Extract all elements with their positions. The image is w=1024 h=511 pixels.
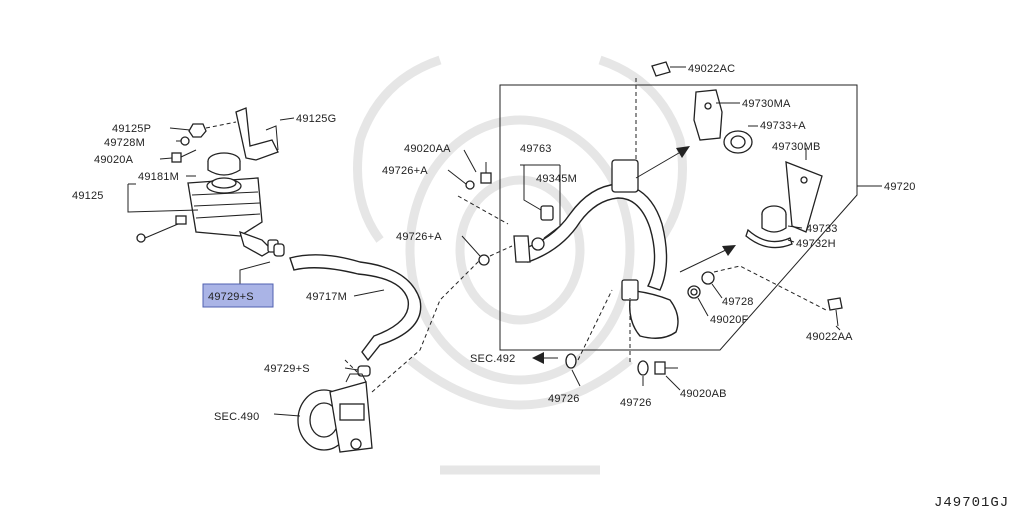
reservoir-tank[interactable] <box>187 177 279 257</box>
bracket-49730MA[interactable] <box>693 89 723 141</box>
nut-49125P[interactable] <box>188 123 207 138</box>
label-sec492[interactable]: SEC.492 <box>470 353 515 365</box>
grommet-49733A[interactable] <box>723 130 753 154</box>
fitting-49763[interactable] <box>540 205 554 221</box>
label-49020AB[interactable]: 49020AB <box>680 388 727 400</box>
reservoir-cap[interactable] <box>207 152 241 176</box>
bolt-49020AB[interactable] <box>654 361 678 375</box>
label-49345M[interactable]: 49345M <box>536 173 577 185</box>
label-49717M[interactable]: 49717M <box>306 291 347 303</box>
label-49730MB[interactable]: 49730MB <box>772 141 821 153</box>
watermark-emblem <box>353 55 687 475</box>
bolt-49020A[interactable] <box>171 149 197 163</box>
clip-small <box>136 215 187 243</box>
bolt-49022AA[interactable] <box>827 297 843 327</box>
label-49125G[interactable]: 49125G <box>296 113 336 125</box>
label-49728M[interactable]: 49728M <box>104 137 145 149</box>
assembly-outline-49720 <box>499 84 858 351</box>
label-49729S-bottom[interactable]: 49729+S <box>264 363 310 375</box>
bracket-49125G[interactable] <box>235 107 279 161</box>
label-49726-a[interactable]: 49726 <box>548 393 580 405</box>
label-49733[interactable]: 49733 <box>806 223 838 235</box>
label-49022AA[interactable]: 49022AA <box>806 331 853 343</box>
suction-hose-49717M[interactable] <box>289 254 422 362</box>
clamp-49729S-top[interactable] <box>273 243 285 257</box>
label-49729S-selected[interactable]: 49729+S <box>208 291 254 303</box>
selected-part-highlight[interactable] <box>202 283 274 308</box>
bolt-49020F[interactable] <box>687 285 701 299</box>
label-49020F[interactable]: 49020F <box>710 314 749 326</box>
bolt-49020AA[interactable] <box>480 162 492 184</box>
label-49125P[interactable]: 49125P <box>112 123 151 135</box>
washer-49728M[interactable] <box>180 136 190 146</box>
label-sec490[interactable]: SEC.490 <box>214 411 259 423</box>
label-49726-b[interactable]: 49726 <box>620 397 652 409</box>
label-49022AC[interactable]: 49022AC <box>688 63 735 75</box>
oring-49345M[interactable] <box>531 237 545 251</box>
washer-49726A-mid[interactable] <box>478 254 490 266</box>
label-49732H[interactable]: 49732H <box>796 238 836 250</box>
washer-49726-b[interactable] <box>637 360 649 376</box>
clamp-49732H[interactable] <box>745 228 793 249</box>
arrow-upper <box>635 146 690 179</box>
label-49020AA[interactable]: 49020AA <box>404 143 451 155</box>
bolt-49022AC[interactable] <box>651 61 684 77</box>
label-49181M[interactable]: 49181M <box>138 171 179 183</box>
washer-49726-a[interactable] <box>565 353 577 369</box>
label-49720[interactable]: 49720 <box>884 181 916 193</box>
label-49733A[interactable]: 49733+A <box>760 120 806 132</box>
label-49763[interactable]: 49763 <box>520 143 552 155</box>
washer-49728[interactable] <box>701 271 715 285</box>
grommet-49733[interactable] <box>761 205 787 233</box>
diagram-code: J49701GJ <box>934 495 1009 511</box>
label-49020A[interactable]: 49020A <box>94 154 134 166</box>
power-steering-pump[interactable] <box>297 373 373 453</box>
label-49726A-mid[interactable]: 49726+A <box>396 231 442 243</box>
bracket-49730MB[interactable] <box>785 161 823 233</box>
label-49728[interactable]: 49728 <box>722 296 754 308</box>
label-49125[interactable]: 49125 <box>72 190 104 202</box>
sec492-arrow <box>532 352 558 364</box>
pressure-hose-49720[interactable] <box>513 159 679 339</box>
arrow-lower <box>679 245 736 273</box>
washer-49726A-top[interactable] <box>465 180 475 190</box>
label-49726A-top[interactable]: 49726+A <box>382 165 428 177</box>
leader-lines <box>127 66 841 417</box>
label-49730MA[interactable]: 49730MA <box>742 98 791 110</box>
